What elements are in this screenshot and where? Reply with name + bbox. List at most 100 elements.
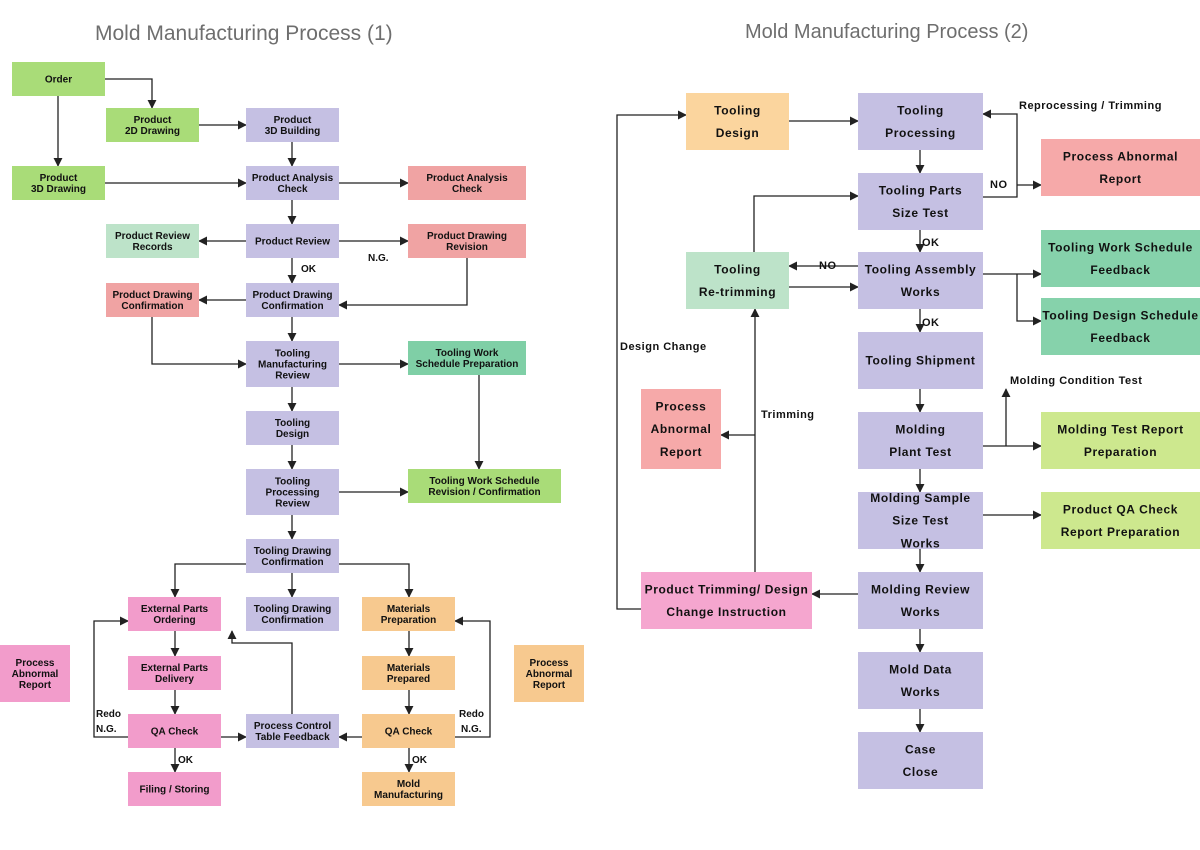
node-box (246, 166, 339, 200)
node-box (408, 341, 526, 375)
node-box (686, 93, 789, 150)
node-text: Product Drawing (112, 290, 192, 301)
node-box (128, 772, 221, 806)
edge-label-r_dc: Design Change (620, 341, 707, 353)
edge-label-ng3: N.G. (461, 724, 482, 735)
node-text: Processing (266, 488, 320, 499)
node-text: Tooling Work Schedule (429, 476, 540, 487)
node-text: Molding Test Report (1057, 422, 1184, 436)
node-text: Prepared (387, 674, 430, 685)
node-box (858, 492, 983, 549)
edge-label-r_no2: NO (819, 260, 837, 272)
node-box (128, 714, 221, 748)
node-text: Check (277, 184, 307, 195)
edge-label-r_reproc: Reprocessing / Trimming (1019, 100, 1162, 112)
node-text: Tooling (714, 103, 761, 117)
node-text: Re-trimming (699, 285, 776, 299)
node-text: Tooling Design Schedule (1042, 308, 1198, 322)
node-text: Confirmation (121, 301, 183, 312)
node-text: Check (452, 184, 482, 195)
node-box (1041, 298, 1200, 355)
node-box (128, 656, 221, 690)
node-box (246, 224, 339, 258)
node-box (1041, 412, 1200, 469)
node-box (858, 173, 983, 230)
node-box (128, 597, 221, 631)
node-text: Works (901, 537, 940, 551)
node-text: Feedback (1090, 331, 1150, 345)
node-box (408, 166, 526, 200)
node-text: Process (530, 658, 569, 669)
node-text: Report (660, 445, 702, 459)
node-text: Tooling (714, 262, 761, 276)
node-text: Product (274, 115, 312, 126)
node-box (858, 332, 983, 389)
flow-arrow (339, 563, 414, 598)
node-text: Confirmation (261, 301, 323, 312)
node-box (858, 252, 983, 309)
node-box (246, 469, 339, 515)
flow-arrow (338, 258, 468, 310)
node-box (246, 341, 339, 387)
node-text: Tooling Drawing (254, 604, 332, 615)
node-text: Close (903, 765, 939, 779)
node-text: Design (276, 429, 309, 440)
node-text: Works (901, 685, 940, 699)
node-text: Tooling (275, 477, 310, 488)
node-text: Manufacturing (374, 790, 443, 801)
node-text: 2D Drawing (125, 126, 180, 137)
node-text: Schedule Preparation (416, 359, 519, 370)
node-text: Tooling (275, 349, 310, 360)
node-text: Molding Review (871, 582, 970, 596)
node-box (408, 224, 526, 258)
node-text: Tooling Work Schedule (1048, 240, 1193, 254)
node-text: Works (901, 605, 940, 619)
node-text: Materials (387, 663, 431, 674)
node-text: Process Abnormal (1063, 149, 1178, 163)
node-text: Mold (397, 779, 420, 790)
node-box (514, 645, 584, 702)
node-text: Molding Sample (870, 491, 970, 505)
edge-label-r_mct: Molding Condition Test (1010, 375, 1142, 387)
node-text: Report (533, 680, 566, 691)
edge-label-ok3: OK (412, 755, 428, 766)
node-text: Product Trimming/ Design (645, 582, 809, 596)
node-text: 3D Drawing (31, 184, 86, 195)
node-text: Product Review (115, 231, 190, 242)
node-text: External Parts (141, 663, 209, 674)
node-box (0, 645, 70, 702)
edge-label-r_no1: NO (990, 179, 1008, 191)
node-text: 3D Building (265, 126, 321, 137)
flow-arrow (151, 317, 247, 369)
node-text: Revision / Confirmation (428, 487, 540, 498)
d2-r_ts: Tooling Shipment (858, 332, 983, 389)
node-box (12, 166, 105, 200)
node-text: Tooling Drawing (254, 546, 332, 557)
node-text: Design (716, 126, 760, 140)
node-text: Tooling Parts (879, 183, 963, 197)
node-box (106, 283, 199, 317)
node-text: QA Check (151, 727, 199, 738)
node-box (246, 108, 339, 142)
edge-label-ng1: N.G. (368, 253, 389, 264)
node-text: Product Drawing (427, 231, 507, 242)
node-text: Case (905, 742, 936, 756)
flow-arrow (454, 616, 491, 738)
